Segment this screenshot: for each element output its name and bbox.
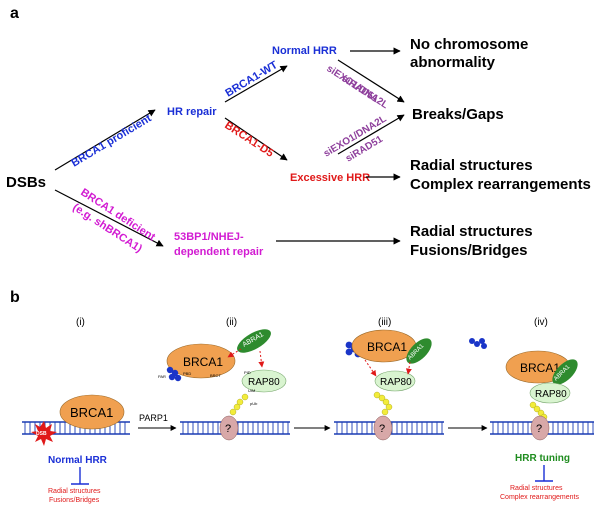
par-chain-icon-ii [166,366,182,382]
outcome-i-line1: Radial structures [48,488,101,495]
rap80-protein-ii [241,369,287,393]
uim-label-ii: UIM [248,388,255,393]
unknown-factor-ii [219,415,239,441]
rap80-label-iv: RAP80 [535,389,567,400]
unknown-factor-label-iv: ? [536,423,542,435]
brca1-wt-label: BRCA1-WT [223,59,280,100]
unknown-factor-label-iii: ? [379,423,385,435]
rap80-label-iii: RAP80 [380,377,412,388]
stage-iii-label: (iii) [378,317,391,328]
outcome-normal-line1: No chromosome [410,36,528,53]
arrow-brca1-to-rap80-iii [364,359,377,377]
nhej-label-line2: dependent repair [174,246,264,258]
outcome-excessive-line2: Complex rearrangements [410,176,591,193]
stage-i-label: (i) [76,317,85,328]
stage-iv-label: (iv) [534,317,548,328]
ubiquitin-chain-icon-iii [373,391,393,416]
outcome-nhej-line1: Radial structures [410,223,533,240]
brca1-label-iv: BRCA1 [520,361,560,375]
brca1-protein-i [59,394,125,430]
brca1-label-i: BRCA1 [70,405,113,420]
panel-a-label: a [10,5,19,22]
arrow-hr-to-normal [224,65,288,103]
unknown-factor-iv [530,415,550,441]
pid-label-ii: PID [244,370,251,375]
hrr-tuning-label: HRR tuning [515,453,570,464]
rap80-protein-iv [529,382,571,404]
outcome-iv-line2: Complex rearrangements [500,494,579,501]
dsb-icon [31,421,57,446]
outcome-breaks-label: Breaks/Gaps [412,106,504,123]
abra1-protein-iii [406,338,432,364]
hr-repair-label: HR repair [167,106,217,118]
brct-label-ii: BRCT [210,373,221,378]
arrow-abra1-to-rap80-iii [405,361,412,375]
normal-hrr-label: Normal HRR [272,45,337,57]
par-chain-icon-free [469,338,487,349]
arrow-dsb-to-hr [54,109,156,171]
ubiquitin-chain-icon-ii [229,393,249,416]
panel-b-label: b [10,289,20,306]
arrow-abra1-to-brca1-ii [227,348,242,358]
pbd-label-ii: PBD [183,371,191,376]
unknown-factor-label-ii: ? [225,423,231,435]
outcome-nhej-line2: Fusions/Bridges [410,242,528,259]
pub-label-ii: pUb [250,401,258,406]
arrow-dsb-to-nhej [54,189,164,247]
parp1-label: PARP1 [139,413,168,423]
rap80-protein-iii [374,370,416,392]
arrow-excessive-to-breaks [337,114,405,155]
nhej-label-line1: 53BP1/NHEJ- [174,231,244,243]
arrow-normal-to-breaks [337,59,405,103]
outcome-i-line2: Fusions/Bridges [49,497,100,504]
brca1-label-iii: BRCA1 [367,340,407,354]
brca1-d5-label: BRCA1-D5 [222,119,275,159]
arrow-abra1-to-rap80-ii [258,350,265,368]
abra1-protein-ii [237,329,271,353]
brca1-protein-ii [166,343,236,379]
rap80-label-ii: RAP80 [248,377,280,388]
outcome-normal-line2: abnormality [410,54,496,71]
stage-ii-label: (ii) [226,317,237,328]
dsbs-label: DSBs [6,174,46,191]
sirad51-top-label: siRAD51 [339,73,380,105]
unknown-factor-iii [373,415,393,441]
brca1-label-ii: BRCA1 [183,355,223,369]
par-label-ii: PAR [158,374,166,379]
brca1-proficient-label: BRCA1 proficient [69,112,154,169]
normal-hrr-b-label: Normal HRR [48,455,108,466]
excessive-hrr-label: Excessive HRR [290,172,370,184]
arrow-hr-to-excessive [224,117,288,161]
dsb-label: DSB [36,431,47,437]
outcome-iv-line1: Radial structures [510,485,563,492]
abra1-protein-iv [552,359,578,385]
outcome-excessive-line1: Radial structures [410,157,533,174]
